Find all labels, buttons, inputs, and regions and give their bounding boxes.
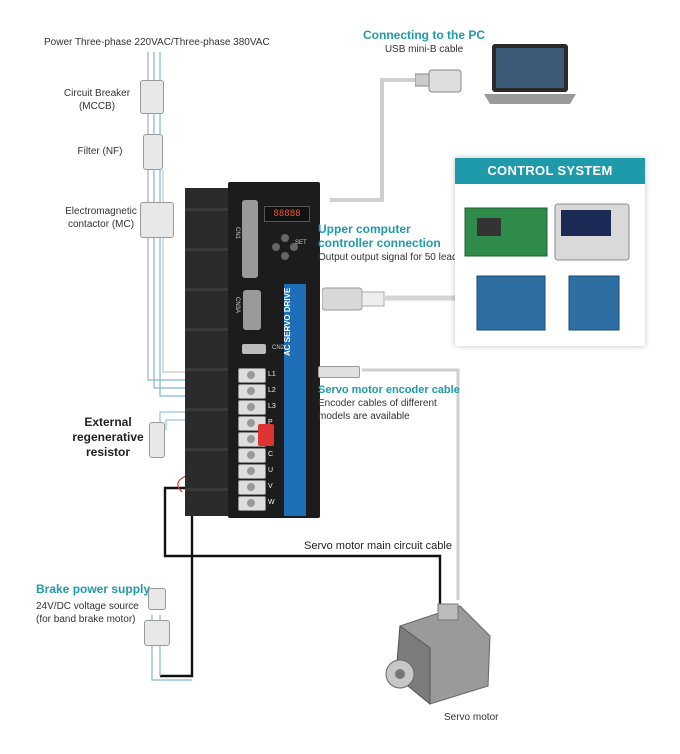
main-cable-label: Servo motor main circuit cable <box>304 540 452 552</box>
brake-title: Brake power supply <box>36 582 151 596</box>
laptop-image <box>484 42 576 108</box>
pc-subtitle: USB mini-B cable <box>384 44 464 55</box>
controller-boards <box>464 203 630 331</box>
pc-title: Connecting to the PC <box>363 28 485 42</box>
breaker-label: Circuit Breaker(MCCB) <box>63 88 131 112</box>
terminal-screw <box>238 384 266 399</box>
terminal-label: P <box>268 419 273 426</box>
cn1-label: CN1 <box>234 226 241 240</box>
control-system-title: CONTROL SYSTEM <box>455 158 645 184</box>
terminal-label: V <box>268 483 273 490</box>
filter-device <box>143 134 163 170</box>
terminal-screw <box>238 368 266 383</box>
terminal-label: L1 <box>268 371 276 378</box>
dsub-connector-icon <box>321 287 385 311</box>
cn2b-connector <box>242 344 266 354</box>
circuit-breaker-device <box>140 80 164 114</box>
drive-heatsink <box>185 188 229 516</box>
terminal-label: L2 <box>268 387 276 394</box>
terminal-screw <box>238 480 266 495</box>
drive-brand-stripe <box>284 284 306 516</box>
short-jumper <box>258 424 274 446</box>
brake-switch-device <box>148 588 166 610</box>
power-label: Power Three-phase 220VAC/Three-phase 380… <box>44 37 270 48</box>
terminal-screw <box>238 464 266 479</box>
servo-motor-image <box>360 596 500 708</box>
terminal-screw <box>238 400 266 415</box>
resistor-label: External regenerative resistor <box>72 415 144 459</box>
drive-brand: AC SERVO DRIVE <box>283 287 292 356</box>
set-key-label: SET <box>295 240 307 246</box>
encoder-title: Servo motor encoder cable <box>318 384 460 396</box>
regenerative-resistor-device <box>149 422 165 458</box>
usb-connector <box>414 66 465 93</box>
terminal-label: C <box>268 451 274 458</box>
drive-keypad <box>270 232 300 262</box>
encoder-plug <box>318 366 360 378</box>
cn3a-connector <box>243 290 261 330</box>
dsub-50-connector <box>321 282 386 316</box>
keypad-icon <box>272 234 298 260</box>
cn3a-label: CN3A <box>234 296 241 314</box>
laptop-icon <box>484 44 576 104</box>
terminal-label: L3 <box>268 403 276 410</box>
cn1-connector <box>242 200 258 278</box>
servo-motor-label: Servo motor <box>444 712 499 723</box>
terminal-label: U <box>268 467 274 474</box>
terminal-screw <box>238 448 266 463</box>
brake-terminal-device <box>144 620 170 646</box>
drive-display: 88888 <box>264 206 310 222</box>
terminal-label: W <box>268 499 275 506</box>
upper-computer-subtitle: Output output signal for 50 leads <box>318 252 463 263</box>
usb-connector-icon <box>414 69 462 93</box>
filter-label: Filter (NF) <box>77 146 123 157</box>
cn2b-label: CN2B <box>272 345 289 351</box>
brake-description: 24V/DC voltage source(for band brake mot… <box>36 601 139 625</box>
contactor-device <box>140 202 174 238</box>
servo-motor-icon <box>385 603 491 706</box>
terminal-screw <box>238 496 266 511</box>
control-system-panel: CONTROL SYSTEM <box>455 158 645 346</box>
